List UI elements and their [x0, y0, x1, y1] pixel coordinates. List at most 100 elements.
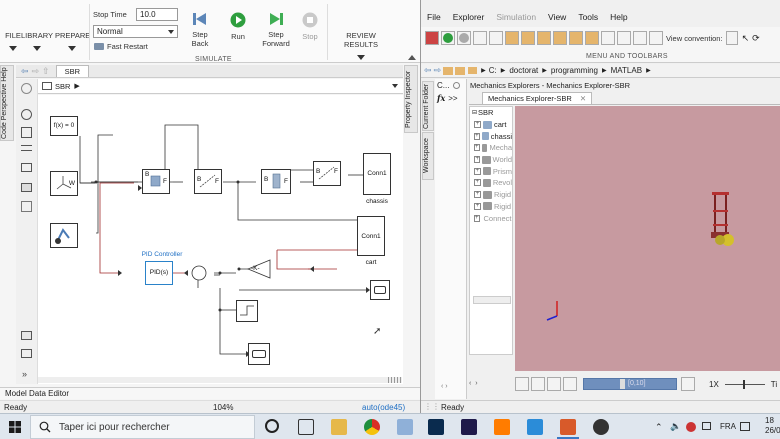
tree-item[interactable]: +World	[470, 154, 512, 166]
language-indicator[interactable]: FRA	[720, 422, 736, 431]
tree-item[interactable]: +Revol	[470, 177, 512, 189]
solver-config-block[interactable]: f(x) = 0	[50, 116, 78, 136]
gain-block[interactable]	[246, 259, 272, 279]
menu-item-tools[interactable]: Tools	[578, 12, 599, 22]
scroll-arrows[interactable]: ‹ ›	[469, 380, 478, 387]
expand-icon[interactable]: +	[474, 214, 480, 222]
menu-item-view[interactable]: View	[548, 12, 567, 22]
model-data-editor-tab[interactable]: Model Data Editor	[0, 387, 420, 399]
view-top-icon[interactable]	[569, 31, 583, 45]
stop-button[interactable]: Stop	[300, 12, 320, 41]
resize-grip-icon[interactable]	[388, 377, 402, 383]
up-arrow-icon[interactable]: ⇧	[42, 65, 50, 76]
play-icon[interactable]	[563, 377, 577, 391]
side-tab-workspace[interactable]: Workspace	[422, 132, 434, 180]
menu-item-explorer[interactable]: Explorer	[452, 12, 485, 22]
rotate-tool-icon[interactable]: ⟳	[752, 32, 760, 43]
browse-folder-icon[interactable]	[455, 66, 466, 75]
app-circle-icon[interactable]	[593, 419, 609, 435]
expand-icon[interactable]: +	[474, 191, 481, 199]
notifications-icon[interactable]	[740, 422, 750, 431]
zoom-icon[interactable]	[21, 109, 32, 120]
viewmarks-icon[interactable]	[21, 349, 32, 358]
chassis-connection-block[interactable]: Conn1	[363, 153, 391, 195]
expand-icon[interactable]: »	[22, 369, 28, 379]
pause-icon[interactable]	[547, 377, 561, 391]
expand-icon[interactable]: +	[474, 144, 480, 152]
pid-controller-block[interactable]: PID(s)	[145, 261, 173, 285]
view-left-icon[interactable]	[537, 31, 551, 45]
path-segment[interactable]: MATLAB	[610, 66, 643, 75]
show-hidden-icons-icon[interactable]: ⌃	[655, 422, 663, 432]
back-arrow-icon[interactable]: ⇦	[21, 65, 29, 76]
expand-icon[interactable]: +	[474, 156, 481, 164]
isometric-icon[interactable]	[601, 31, 615, 45]
clock[interactable]: 18 26/02	[765, 416, 780, 436]
tab-sbr[interactable]: SBR	[55, 65, 90, 77]
stop-icon[interactable]	[457, 31, 471, 45]
scroll-arrows[interactable]: ‹ ›	[441, 383, 448, 390]
transform-block[interactable]: B F	[194, 169, 222, 194]
area-icon[interactable]	[21, 201, 32, 212]
network-icon[interactable]	[702, 422, 711, 430]
time-slider[interactable]: [0,10]	[583, 378, 677, 390]
file-menu-button[interactable]: FILE	[2, 31, 24, 51]
security-icon[interactable]	[686, 422, 696, 432]
app-icon[interactable]	[397, 419, 413, 435]
solver-label[interactable]: auto(ode45)	[362, 403, 406, 412]
speed-slider-handle[interactable]	[742, 379, 745, 389]
expand-icon[interactable]: +	[474, 132, 480, 140]
stop-time-input[interactable]: 10.0	[136, 8, 178, 21]
view-convention-dropdown[interactable]	[725, 31, 738, 45]
close-tab-icon[interactable]: ✕	[579, 94, 587, 103]
cortana-icon[interactable]	[265, 419, 279, 433]
route-lines-icon[interactable]	[21, 145, 32, 151]
layout-icon[interactable]	[649, 31, 663, 45]
task-view-icon[interactable]	[298, 419, 314, 435]
volume-icon[interactable]: 🔈	[670, 421, 682, 431]
model-browser-icon[interactable]	[21, 331, 32, 340]
windows-start-icon[interactable]	[9, 421, 21, 433]
speed-slider[interactable]	[724, 379, 765, 389]
up-folder-icon[interactable]	[443, 66, 454, 75]
back-arrow-icon[interactable]: ⇦	[424, 65, 432, 75]
simulation-mode-select[interactable]: Normal	[93, 25, 178, 38]
panel-options-icon[interactable]	[453, 81, 461, 89]
step-back-icon[interactable]	[531, 377, 545, 391]
play-icon[interactable]	[441, 31, 455, 45]
time-slider-handle[interactable]	[620, 379, 625, 389]
tree-root[interactable]: ⊟ SBR	[470, 107, 512, 119]
image-icon[interactable]	[21, 183, 32, 192]
forward-arrow-icon[interactable]: ⇨	[433, 65, 442, 75]
chrome-icon[interactable]	[364, 419, 380, 435]
world-frame-block[interactable]: W	[50, 171, 78, 196]
tree-item[interactable]: +Prism	[470, 165, 512, 177]
model-canvas[interactable]: f(x) = 0 W B F B F B F B F C	[38, 95, 403, 384]
taskbar-search-box[interactable]: Taper ici pour rechercher	[30, 415, 255, 439]
collapse-ribbon-icon[interactable]	[408, 55, 416, 60]
split-view-icon[interactable]	[617, 31, 631, 45]
breadcrumb-sbr[interactable]: SBR	[55, 81, 71, 91]
path-segment[interactable]: C:	[488, 66, 497, 75]
checkmark-app-icon[interactable]	[527, 419, 543, 435]
file-explorer-icon[interactable]	[331, 419, 347, 435]
illustrator-icon[interactable]	[494, 419, 510, 435]
rigid-transform-block[interactable]: B F	[142, 169, 170, 194]
tab-mechanics-explorer-sbr[interactable]: Mechanics Explorer-SBR ✕	[482, 92, 593, 104]
revolute-joint-block[interactable]: B F	[261, 169, 291, 194]
path-segment[interactable]: doctorat	[509, 66, 539, 75]
menu-item-simulation[interactable]: Simulation	[496, 12, 537, 22]
cart-connection-block[interactable]: Conn1	[357, 216, 385, 256]
menu-item-file[interactable]: File	[427, 12, 441, 22]
cursor-tool-icon[interactable]: ↖	[741, 32, 750, 43]
update-diagram-icon[interactable]	[473, 31, 487, 45]
hide-explorer-icon[interactable]	[21, 83, 32, 94]
forward-arrow-icon[interactable]: ⇨	[31, 65, 40, 76]
fit-to-view-icon[interactable]	[489, 31, 503, 45]
viewer-3d[interactable]	[515, 106, 780, 371]
tree-item[interactable]: +Connectio	[470, 212, 512, 224]
prepare-menu-button[interactable]: PREPARE	[55, 31, 90, 51]
expand-icon[interactable]: +	[474, 179, 481, 187]
expand-icon[interactable]: +	[474, 167, 481, 175]
record-icon[interactable]	[425, 31, 439, 45]
